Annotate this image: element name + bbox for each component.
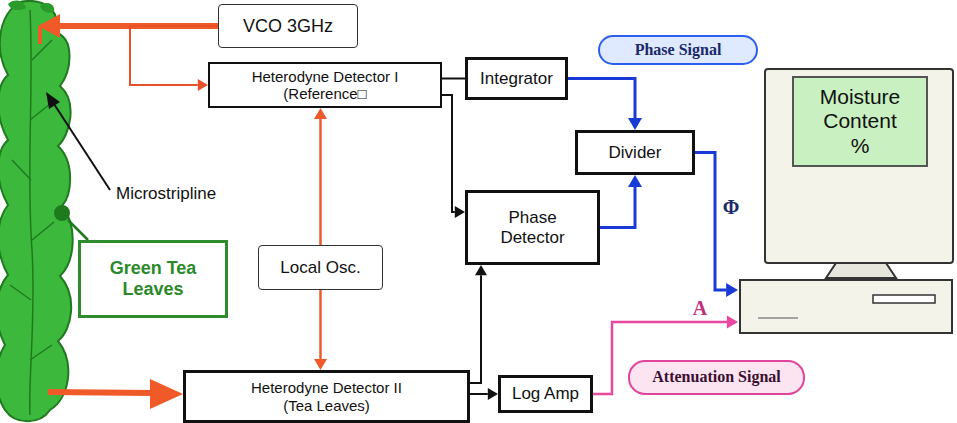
arrow-head [475,265,487,275]
screen-text-area: Moisture Content % [793,77,927,166]
oscillator-box: Local Osc. [258,245,383,290]
sensor-dot [54,205,70,221]
node-text: Attenuation Signal [652,368,780,386]
node-text: Integrator [480,69,553,89]
node-text: Heterodyne Detector I (Reference□ [236,68,414,103]
signal-symbol: Φ [721,196,742,218]
microstripline-leader [54,104,110,190]
oscillator-box: VCO 3GHz [218,4,358,48]
leaf-signal-head [150,379,183,409]
arrow-head [198,79,208,91]
signal-connector [130,26,218,91]
connector-line [130,26,218,85]
vco-feed-stub [38,26,42,44]
screen-text: Moisture Content % [812,85,908,157]
connector-line [319,119,322,245]
node-text: Heterodyne Detector II (Tea Leaves) [238,379,416,414]
integrator-box: Integrator [465,57,568,100]
arrow-head [488,388,498,400]
connector-line [470,393,488,395]
leaf-tips [8,1,54,13]
arrow-head [314,108,327,119]
connector-line [600,187,635,228]
connector-line [442,78,465,80]
part-name: Microstripline [116,184,216,204]
connector-line [470,275,481,383]
arrow-head [628,175,642,187]
leaf-veins [10,10,55,415]
arrow-head [726,283,738,297]
signal-connector [568,79,642,131]
signal-connector [470,265,487,383]
node-text: Phase Signal [635,41,722,59]
signal-connector [600,175,642,228]
microstripline-leader-head [46,92,60,109]
signal-connector [442,95,465,218]
detector-box: Heterodyne Detector I (Reference□ [208,62,442,108]
signal-connector [442,78,465,79]
arrow-head [727,316,738,329]
connector-line [319,290,322,359]
computer: Moisture Content % [738,68,955,335]
signal-symbol: A [691,297,709,319]
leaf-signal-line [48,392,152,393]
node-text: Log Amp [512,384,579,404]
node-text: Local Osc. [280,258,360,278]
label-box: Green Tea Leaves [78,240,228,318]
signal-connector [314,108,327,245]
divider-box: Divider [575,130,695,175]
connector-line [442,95,455,212]
node-text: Phase Detector [485,208,580,247]
node-text: Green Tea Leaves [97,258,209,299]
amplifier-box: Log Amp [498,375,593,413]
tea-leaves-shape [0,1,73,421]
connector-line [695,153,726,291]
connector-line [568,79,635,119]
arrow-head [628,118,642,130]
arrow-head [314,359,327,370]
signal-tag: Attenuation Signal [628,360,805,395]
signal-tag: Phase Signal [598,35,758,65]
sensor-leader [68,220,88,240]
arrow-head [455,206,465,218]
signal-connector [314,290,327,370]
node-text: VCO 3GHz [243,16,333,37]
signal-connector [695,153,738,298]
signal-connector [470,388,498,400]
node-text: Divider [609,143,662,163]
phase-detector-box: Phase Detector [465,190,600,265]
detector-box: Heterodyne Detector II (Tea Leaves) [183,370,470,423]
